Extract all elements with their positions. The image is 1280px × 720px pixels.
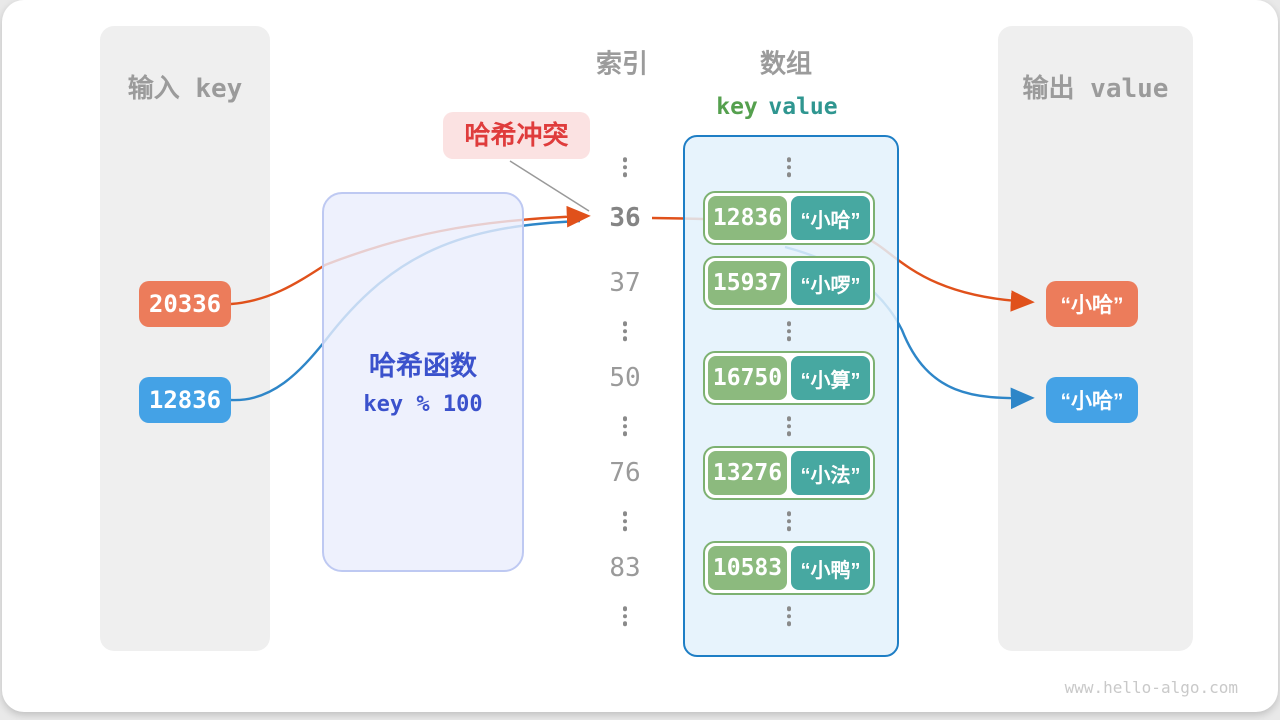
value-subheader: value: [768, 94, 838, 120]
array-slot-list: 12836 “小哈” 15937 “小啰” 16750 “小算” 13276 “…: [683, 0, 895, 720]
bucket-value: “小算”: [791, 356, 870, 400]
watermark: www.hello-algo.com: [1064, 678, 1238, 697]
hash-function-title: 哈希函数: [369, 351, 477, 381]
ellipsis-dots: [585, 606, 665, 626]
output-panel-title: 输出 value: [1022, 74, 1169, 104]
bucket-key: 15937: [708, 261, 787, 305]
input-key-panel: 输入 key: [100, 26, 270, 651]
ellipsis-dots: [683, 606, 895, 626]
bucket-value: “小哈”: [791, 196, 870, 240]
array-column-header: 数组: [759, 49, 813, 80]
bucket-key: 16750: [708, 356, 787, 400]
index-column: 36 37 50 76 83: [585, 0, 665, 720]
ellipsis-dots: [683, 511, 895, 531]
bucket-key: 12836: [708, 196, 787, 240]
index-value: 83: [609, 553, 641, 583]
input-key-20336: 20336: [139, 281, 231, 327]
ellipsis-dots: [585, 511, 665, 531]
bucket-pair: 15937 “小啰”: [703, 256, 875, 310]
output-value-blue: “小哈”: [1046, 377, 1138, 423]
ellipsis-dots: [683, 321, 895, 341]
ellipsis-dots: [585, 416, 665, 436]
hash-function-formula: key % 100: [363, 392, 483, 417]
bucket-value: “小法”: [791, 451, 870, 495]
ellipsis-dots: [585, 157, 665, 177]
index-value: 36: [609, 203, 641, 233]
ellipsis-dots: [683, 416, 895, 436]
index-value: 76: [609, 458, 641, 488]
bucket-pair: 10583 “小鸭”: [703, 541, 875, 595]
index-value: 37: [609, 268, 641, 298]
bucket-pair: 16750 “小算”: [703, 351, 875, 405]
input-key-12836: 12836: [139, 377, 231, 423]
key-subheader: key: [716, 94, 758, 120]
index-column-header: 索引: [595, 49, 649, 80]
bucket-pair: 12836 “小哈”: [703, 191, 875, 245]
ellipsis-dots: [683, 157, 895, 177]
hash-collision-label: 哈希冲突: [443, 112, 590, 159]
output-value-panel: 输出 value: [998, 26, 1193, 651]
index-value: 50: [609, 363, 641, 393]
bucket-value: “小鸭”: [791, 546, 870, 590]
input-panel-title: 输入 key: [127, 74, 243, 104]
bucket-key: 10583: [708, 546, 787, 590]
bucket-key: 13276: [708, 451, 787, 495]
output-value-orange: “小哈”: [1046, 281, 1138, 327]
bucket-value: “小啰”: [791, 261, 870, 305]
bucket-pair: 13276 “小法”: [703, 446, 875, 500]
ellipsis-dots: [585, 321, 665, 341]
hash-function-box: 哈希函数 key % 100: [322, 192, 524, 572]
